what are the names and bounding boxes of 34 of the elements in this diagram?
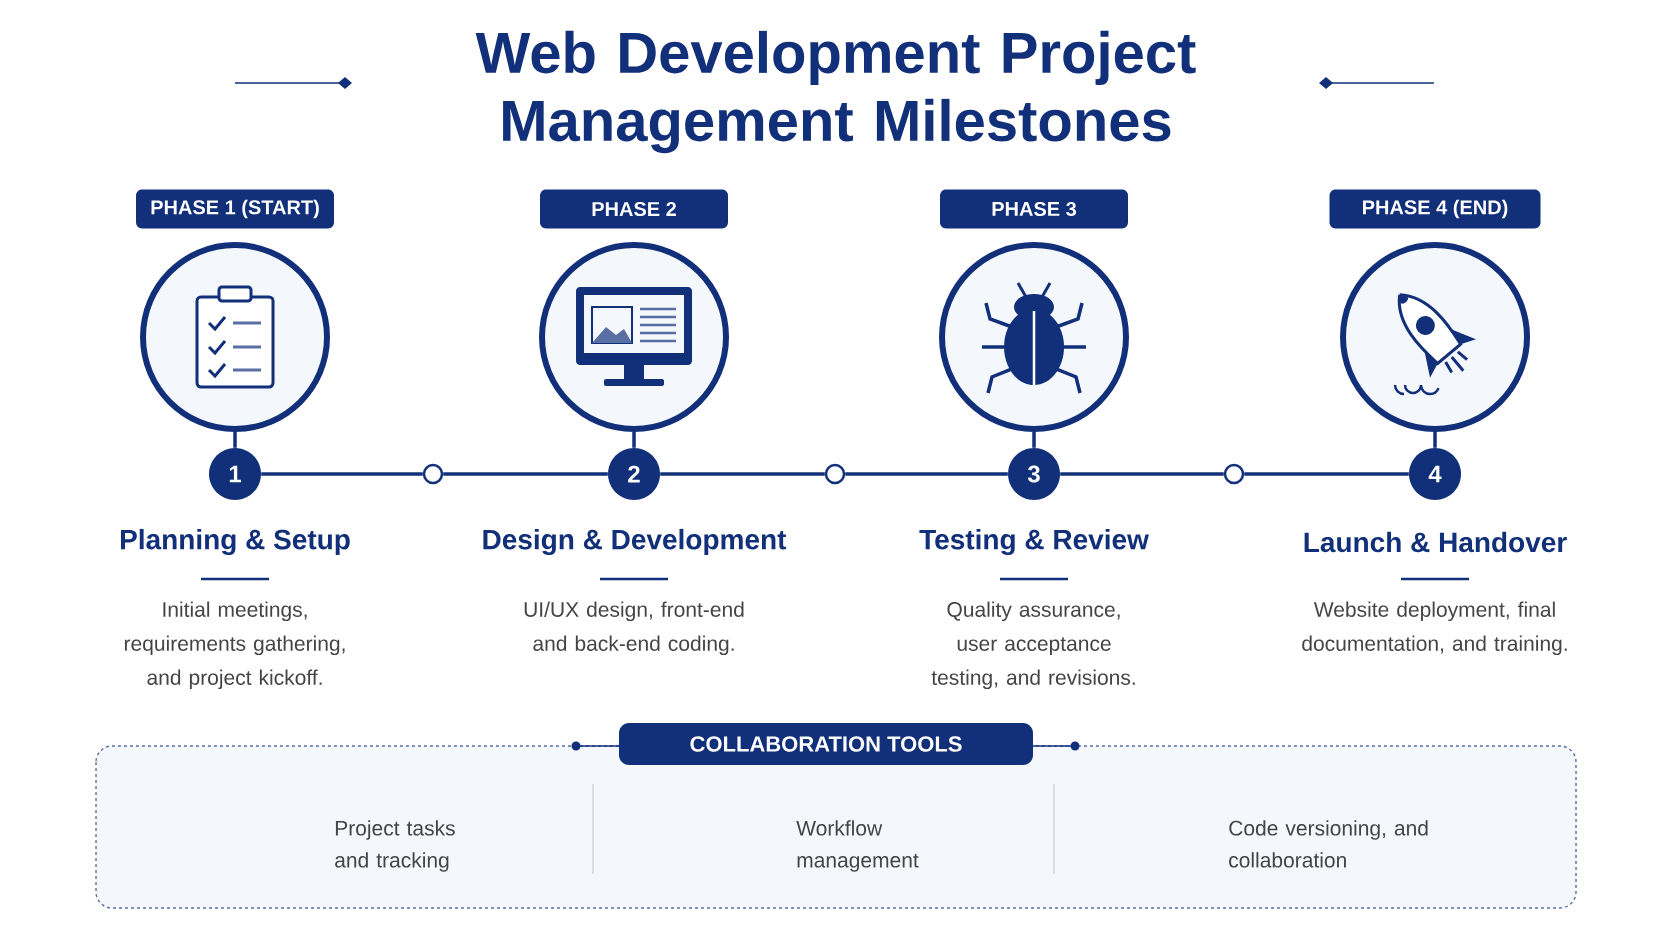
connector-line (1060, 472, 1224, 476)
phase-badge: PHASE 2 (540, 189, 728, 229)
timeline-dot (824, 463, 846, 485)
connector-line (1032, 432, 1036, 448)
phase-badge: PHASE 4 (END) (1329, 189, 1541, 229)
phase-badge: PHASE 1 (START) (136, 189, 334, 229)
tool-description: Code versioning, and collaboration (1229, 820, 1428, 868)
title: Web Development Project Management Milestones (475, 30, 1196, 154)
step-number: 2 (608, 448, 660, 500)
tool-description: Workflow management (796, 820, 919, 872)
milestone-heading: Launch & Handover (1304, 531, 1567, 553)
timeline-dot (422, 463, 444, 485)
connector-line (261, 472, 423, 476)
milestone-description: Initial meetings, requirements gathering, and project kickoff. (124, 601, 345, 690)
connector-line (632, 432, 636, 448)
tool-description: Project tasks and tracking (335, 820, 455, 872)
step-number: 3 (1008, 448, 1060, 500)
phase-badge: PHASE 3 (940, 189, 1128, 229)
connector-line (660, 472, 825, 476)
milestone-description: UI/UX design, front-end and back-end coding. (524, 601, 744, 656)
milestone-heading: Testing & Review (919, 528, 1149, 556)
milestone-heading: Planning & Setup (121, 528, 350, 556)
milestone-description: Quality assurance, user acceptance testing, and revisions. (931, 601, 1135, 690)
step-number: 1 (209, 448, 261, 500)
connector-line (233, 432, 237, 448)
milestone-heading: Design & Development (483, 528, 787, 556)
milestone-description: Website deployment, final documentation, and training. (1302, 601, 1567, 656)
milestone-circle (1340, 242, 1530, 432)
step-number: 4 (1409, 448, 1461, 500)
timeline-dot (1223, 463, 1245, 485)
connector-line (1433, 432, 1437, 448)
connector-line (845, 472, 1008, 476)
connector-line (443, 472, 608, 476)
connector-line (1244, 472, 1409, 476)
